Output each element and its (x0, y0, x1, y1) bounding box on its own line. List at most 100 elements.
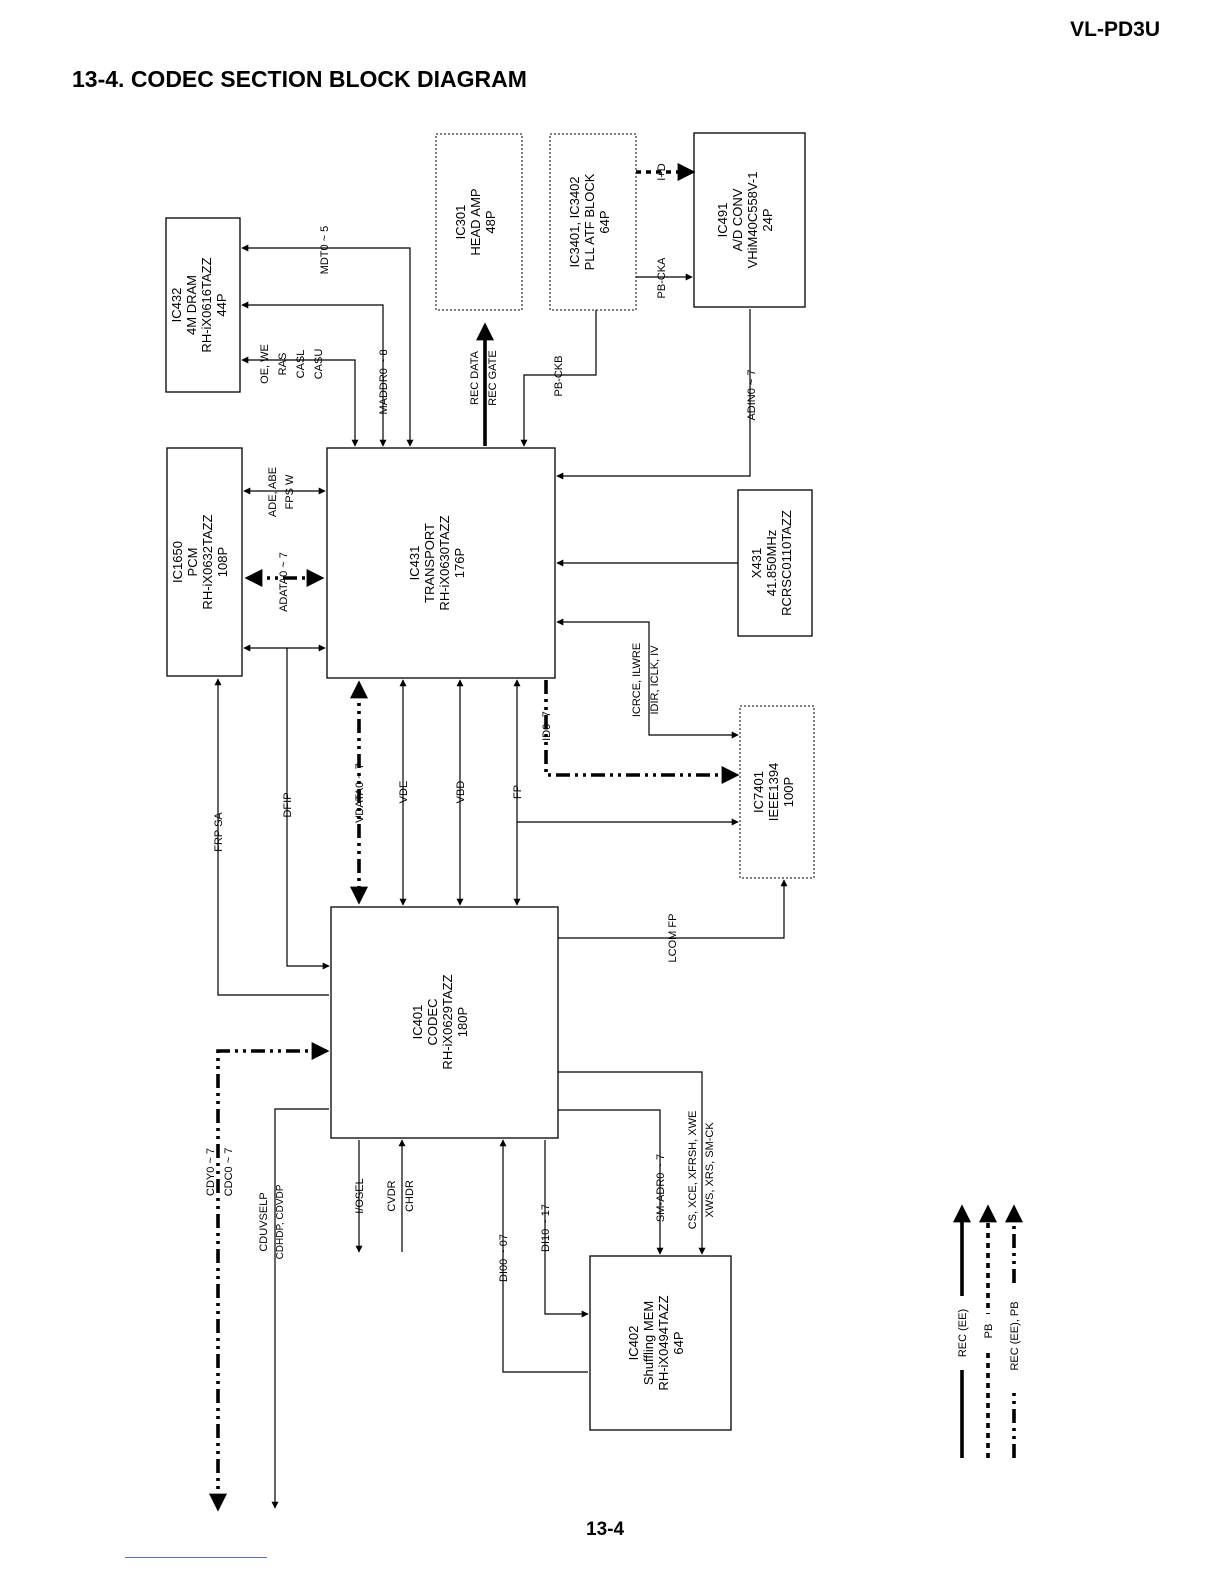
ic402-shuffling-mem-block: IC402 Shuffling MEM RH-iX0494TAZZ 64P (589, 1255, 732, 1431)
ic401-codec-block: IC401 CODEC RH-iX0629TAZZ 180P (330, 906, 559, 1139)
ic431-label: IC431 (407, 546, 422, 581)
ic401-type: CODEC (425, 999, 440, 1046)
legend-rec-ee-pb: REC (EE), PB (1005, 1204, 1023, 1458)
adin-label: ADIN0 ~ 7 (746, 369, 758, 420)
vdata-bus: VDATA0 ~ 7 (350, 680, 368, 905)
rec-data-line: REC DATA REC GATE (469, 322, 499, 446)
vde-line: VDE (398, 679, 410, 906)
page-number: 13-4 (586, 1519, 625, 1540)
pbckb-label: PB-CKB (553, 356, 565, 397)
cduvselp-label: CDUVSELP (258, 1192, 270, 1251)
ic1650-label: IC1650 (170, 541, 185, 583)
adata-label: ADATA0 ~ 7 (278, 552, 290, 612)
ic3401-pll-atf-block: IC3401, IC3402 PLL ATF BLOCK 64P (549, 133, 637, 311)
fp-line: FP (512, 679, 524, 906)
ic431-pins: 176P (452, 548, 467, 578)
legend-rec-ee-label: REC (EE) (957, 1309, 969, 1357)
di1-label: DI10 ~ 17 (540, 1204, 552, 1252)
pbcka-line: PB-CKA (636, 257, 693, 299)
ic1650-part: RH-iX0632TAZZ (200, 514, 215, 609)
ic432-part: RH-iX0616TAZZ (199, 257, 214, 352)
xws-label: XWS, XRS, SM-CK (704, 1122, 716, 1218)
maddr-label: MADDR0 ~ 8 (378, 349, 390, 414)
di0-label: DI00 ~ 07 (498, 1234, 510, 1282)
ic401-pins: 180P (455, 1007, 470, 1037)
fp-label: FP (512, 785, 524, 799)
ic431-transport-block: IC431 TRANSPORT RH-iX0630TAZZ 176P (326, 447, 556, 679)
casu-label: CASU (313, 349, 325, 380)
ic402-pins: 64P (671, 1331, 686, 1354)
adata-bus: ADATA0 ~ 7 (244, 552, 325, 612)
vbd-label: VBD (455, 781, 467, 804)
ipd-line: I+D (636, 163, 696, 181)
x431-label: X431 (749, 548, 764, 578)
ic491-part: VHiM40C558V-1 (745, 172, 760, 269)
ic431-type: TRANSPORT (422, 523, 437, 603)
ic431-part: RH-iX0630TAZZ (437, 515, 452, 610)
ieee-control-lines: ICRCE, ILWRE IDIR, ICLK, IV (556, 618, 739, 739)
x431-freq: 41.850MHz (764, 530, 779, 596)
id-label: ID0~7 (541, 711, 553, 741)
ade-abe-lines: ADE, ABE FPS W (243, 467, 326, 517)
ic401-part: RH-iX0629TAZZ (440, 974, 455, 1069)
legend-rec-ee: REC (EE) (953, 1204, 971, 1458)
ic7401-label: IC7401 (751, 771, 766, 813)
ic301-label: IC301 (453, 205, 468, 240)
ic402-part: RH-iX0494TAZZ (656, 1295, 671, 1390)
lcomfp-line: LCOM FP (558, 879, 788, 962)
ic491-label: IC491 (715, 203, 730, 238)
x431-part: RCRSC0110TAZZ (779, 510, 794, 616)
mdt-label: MDT0 ~ 5 (319, 226, 331, 275)
iosel-line: I/OSEL (354, 1140, 366, 1253)
maddr-bus: MADDR0 ~ 8 (241, 301, 390, 447)
di1-bus: DI10 ~ 17 (540, 1140, 589, 1318)
ic1650-pcm-block: IC1650 PCM RH-iX0632TAZZ 108P (166, 447, 243, 677)
vdata-label: VDATA0 ~ 7 (354, 763, 366, 823)
ic3401-pins: 64P (597, 210, 612, 233)
icrce-label: ICRCE, ILWRE (631, 643, 643, 717)
ic402-type: Shuffling MEM (641, 1301, 656, 1385)
ras-label: RAS (277, 353, 289, 376)
ic7401-ieee1394-block: IC7401 IEEE1394 100P (739, 705, 815, 879)
footer-rule (125, 1557, 267, 1558)
casl-label: CASL (295, 350, 307, 379)
recgate-label: REC GATE (487, 350, 499, 405)
shuffle-control-lines: CS, XCE, XFRSH, XWE XWS, XRS, SM-CK (558, 1071, 716, 1255)
dram-control-lines: OE, WE RAS CASL CASU (241, 344, 359, 447)
ic491-pins: 24P (760, 208, 775, 231)
vbd-line: VBD (455, 679, 467, 906)
oewe-label: OE, WE (259, 344, 271, 384)
ic301-head-amp-block: IC301 HEAD AMP 48P (435, 133, 523, 311)
smadr-label: SM-ADR0 ~ 7 (655, 1154, 667, 1222)
ic491-type: A/D CONV (730, 188, 745, 251)
cduvselp-line: CDUVSELP CDHDP, CDVDP (258, 1108, 329, 1509)
vde-label: VDE (398, 781, 410, 804)
di0-bus: DI00 ~ 07 (498, 1139, 588, 1373)
adin-bus: ADIN0 ~ 7 (556, 309, 758, 480)
ic7401-pins: 100P (781, 777, 796, 807)
dfip-label: DFIP (282, 792, 294, 817)
ic7401-type: IEEE1394 (766, 763, 781, 822)
frpsa-label: FRP SA (213, 812, 225, 852)
id-bus: ID0~7 (541, 680, 740, 784)
csxce-label: CS, XCE, XFRSH, XWE (687, 1111, 699, 1230)
page-title: 13-4. CODEC SECTION BLOCK DIAGRAM (72, 66, 527, 92)
cvdr-chdr-line: CVDR CHDR (386, 1139, 416, 1252)
fpsw-label: FPS W (284, 474, 296, 509)
pbcka-label: PB-CKA (656, 257, 668, 299)
ic3401-type: PLL ATF BLOCK (582, 173, 597, 270)
ic491-ad-conv-block: IC491 A/D CONV VHiM40C558V-1 24P (693, 132, 806, 308)
ic432-dram-block: IC432 4M DRAM RH-iX0616TAZZ 44P (165, 217, 241, 393)
adeabe-label: ADE, ABE (267, 467, 279, 517)
ic432-pins: 44P (214, 293, 229, 316)
ic3401-label: IC3401, IC3402 (567, 176, 582, 267)
cvdr-label: CVDR (386, 1180, 398, 1211)
cdhdp-label: CDHDP, CDVDP (275, 1184, 286, 1259)
ipd-label: I+D (656, 163, 668, 180)
mdt-bus: MDT0 ~ 5 (241, 226, 414, 447)
model-number: VL-PD3U (1070, 18, 1160, 41)
cdy-label: CDY0 ~ 7 (205, 1148, 217, 1196)
dfip-line: DFIP (282, 648, 330, 970)
smadr-bus: SM-ADR0 ~ 7 (558, 1109, 667, 1255)
